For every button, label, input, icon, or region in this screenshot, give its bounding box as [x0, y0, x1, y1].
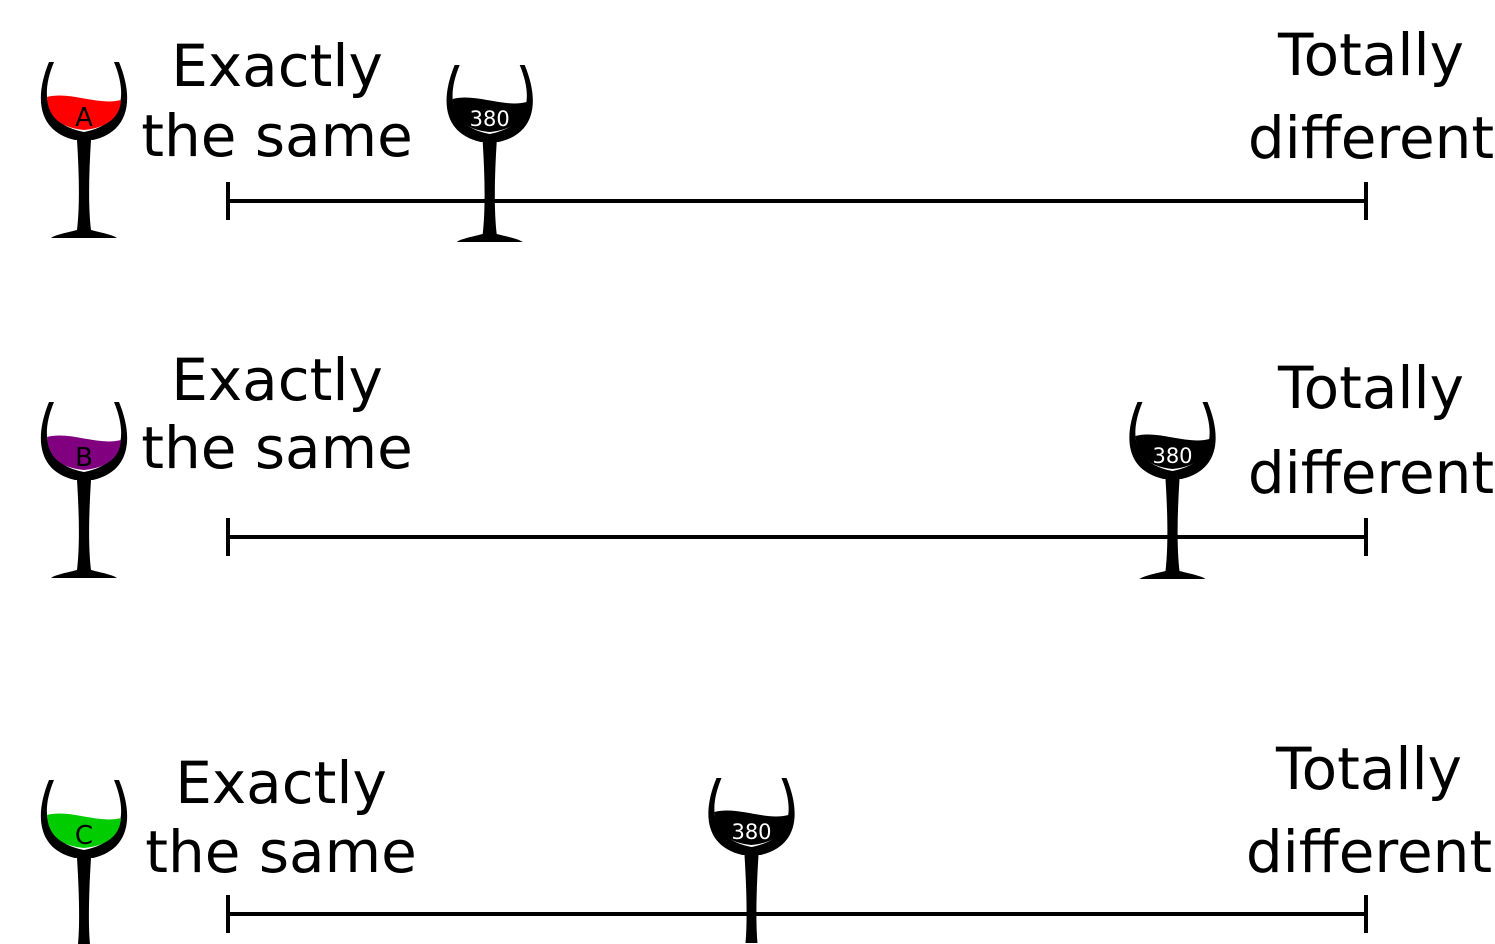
right-label-line2-c: different [1246, 818, 1492, 886]
wine-fill-b [47, 435, 121, 470]
rating-marker-b[interactable]: 380 [1129, 402, 1216, 579]
marker-value-a: 380 [470, 107, 510, 131]
scale-line-c [226, 895, 1368, 933]
wine-label-b: B [75, 443, 93, 473]
left-label-line2-c: the same [145, 818, 417, 886]
marker-value-b: 380 [1152, 444, 1192, 468]
left-label-line2-b: the same [141, 414, 413, 482]
right-label-line1-a: Totally [1277, 21, 1464, 89]
right-label-line1-c: Totally [1275, 735, 1462, 803]
wine-fill-c [47, 813, 121, 848]
rating-row-c: C Exactly the same Totally different 380 [40, 735, 1492, 944]
wine-glass-c-icon: C [40, 780, 128, 944]
rating-row-b: B Exactly the same Totally different 380 [40, 346, 1494, 579]
marker-glass-fill-b [1135, 434, 1210, 469]
rating-row-a: A Exactly the same Totally different 380 [40, 21, 1494, 242]
right-label-line2-a: different [1248, 104, 1494, 172]
wine-label-a: A [75, 103, 93, 133]
left-label-line1-b: Exactly [171, 346, 383, 414]
wine-fill-a [47, 95, 121, 130]
marker-value-c: 380 [731, 820, 771, 844]
left-label-line1-a: Exactly [171, 32, 383, 100]
right-label-line1-b: Totally [1277, 354, 1464, 422]
scale-line-a [226, 182, 1368, 220]
wine-glass-a-icon: A [40, 62, 128, 238]
marker-glass-fill-a [452, 97, 527, 132]
left-label-line1-c: Exactly [175, 749, 387, 817]
wine-label-c: C [75, 821, 93, 851]
rating-marker-a[interactable]: 380 [446, 65, 533, 242]
left-label-line2-a: the same [141, 102, 413, 170]
right-label-line2-b: different [1248, 439, 1494, 507]
marker-glass-fill-c [714, 810, 789, 845]
wine-glass-b-icon: B [40, 402, 128, 578]
rating-marker-c[interactable]: 380 [708, 778, 795, 943]
scale-line-b [226, 518, 1368, 556]
